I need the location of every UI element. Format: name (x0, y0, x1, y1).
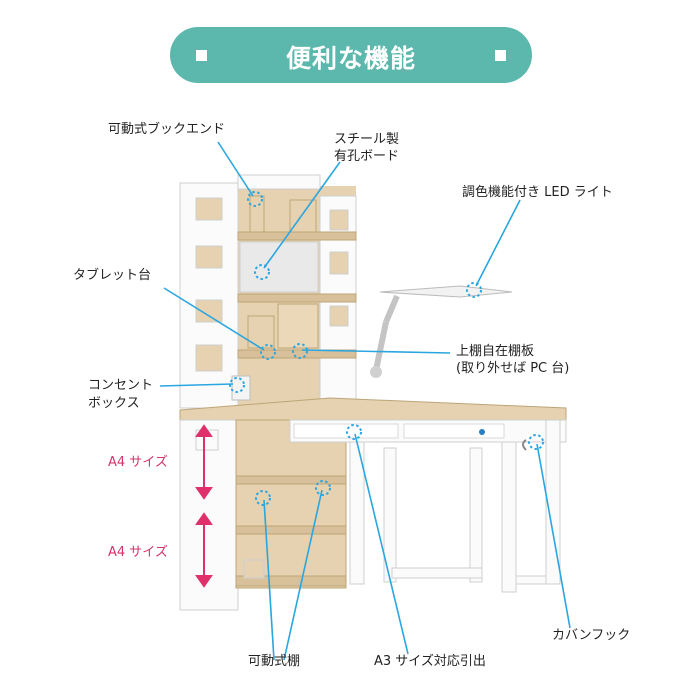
label-outlet-line1: コンセント (88, 378, 154, 393)
label-upper-shelf-line1: 上棚自在棚板 (456, 344, 535, 359)
label-upper-shelf-line2: (取り外せば PC 台) (456, 361, 570, 376)
banner: 便利な機能 (170, 27, 532, 83)
a4-size-arrows (195, 424, 213, 588)
upper-shelf-marker (292, 343, 308, 359)
label-a4-upper: A4 サイズ (108, 455, 168, 470)
bag-hook-marker (528, 434, 544, 450)
banner-title: 便利な機能 (285, 44, 416, 73)
callout-markers (229, 191, 544, 506)
label-steel-board-line2: 有孔ボード (334, 149, 400, 164)
movable-shelf-marker (255, 490, 271, 506)
square-bullet-icon (495, 50, 506, 61)
movable-shelf-marker (315, 480, 331, 496)
led-light-marker (466, 282, 482, 298)
label-steel-board-line1: スチール製 (334, 132, 400, 147)
led-lamp (370, 285, 513, 378)
label-a4-lower: A4 サイズ (108, 545, 168, 560)
bookend-marker (247, 191, 263, 207)
label-led-light: 調色機能付き LED ライト (462, 185, 613, 200)
label-bag-hook: カバンフック (552, 628, 631, 643)
bookshelf-tower (179, 174, 357, 409)
desk (179, 397, 567, 611)
label-movable-shelf: 可動式棚 (248, 654, 301, 669)
callout-lines (159, 141, 571, 661)
square-bullet-icon (196, 50, 207, 61)
label-outlet-line2: ボックス (88, 396, 140, 411)
label-bookend: 可動式ブックエンド (108, 122, 226, 137)
steel-board-marker (254, 264, 270, 280)
outlet-marker (229, 377, 245, 393)
label-tablet-stand: タブレット台 (73, 268, 152, 283)
label-a3-drawer: A3 サイズ対応引出 (374, 654, 486, 669)
tablet-stand-marker (260, 344, 276, 360)
drawer-marker (346, 424, 362, 440)
